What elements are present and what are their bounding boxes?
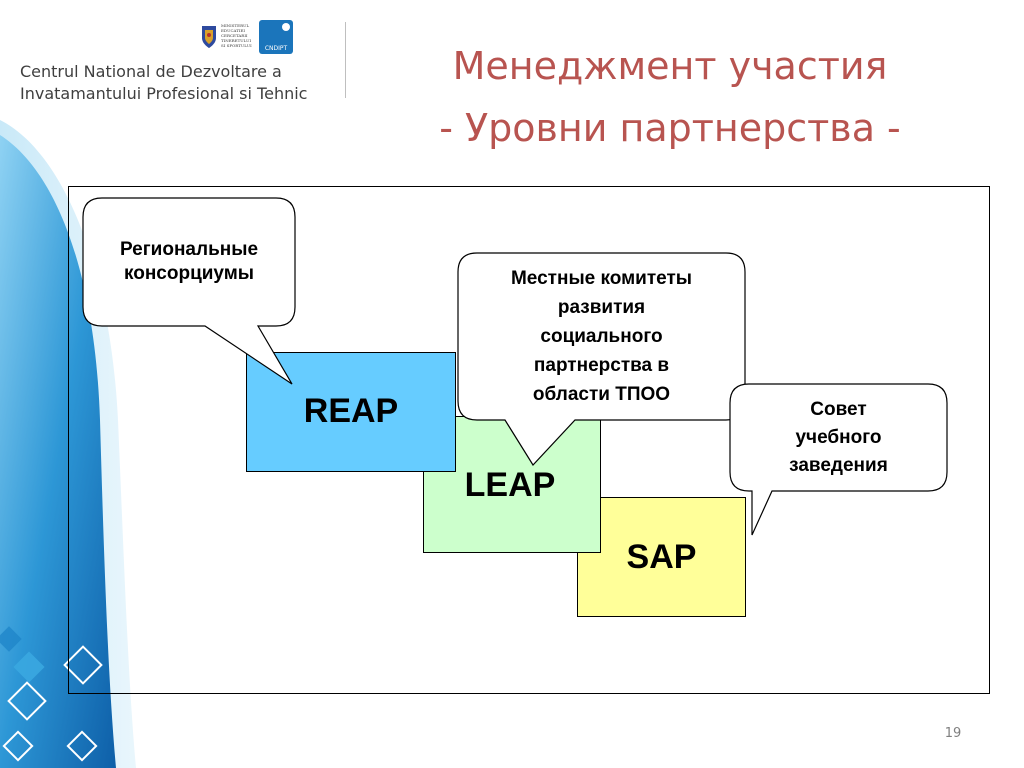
ministry-logo xyxy=(200,25,218,49)
header-divider xyxy=(345,22,346,98)
slide-title-line1: Менеджмент участия xyxy=(452,44,888,88)
callout-local-text: Местные комитеты развития социального па… xyxy=(510,268,693,405)
callout-school-text: Совет учебного заведения xyxy=(789,398,888,476)
org-name-line2: Invatamantului Profesional si Tehnic xyxy=(20,84,308,103)
org-name-line1: Centrul National de Dezvoltare a xyxy=(20,62,282,81)
sap-box: SAP xyxy=(577,497,746,617)
slide-title-line2: - Уровни партнерства - xyxy=(439,106,901,150)
callout-local-shape xyxy=(457,252,746,466)
diagram-frame xyxy=(68,186,990,694)
sap-label: SAP xyxy=(626,537,697,576)
diamond-pattern xyxy=(2,645,103,762)
leap-label: LEAP xyxy=(464,466,556,504)
reap-label: REAP xyxy=(303,391,399,430)
page-number: 19 xyxy=(944,726,962,741)
ministry-logo-text: MINISTERUL EDUCATIEI CERCETARII TINERETU… xyxy=(221,23,252,48)
callout-school-shape xyxy=(729,383,948,536)
cndipt-logo-dot xyxy=(282,23,290,31)
callout-regional-text: Региональные консорциумы xyxy=(119,239,259,284)
cndipt-logo-text: CNDIPT xyxy=(264,45,288,52)
cndipt-logo: CNDIPT xyxy=(259,20,293,54)
callout-regional-shape xyxy=(82,197,296,385)
